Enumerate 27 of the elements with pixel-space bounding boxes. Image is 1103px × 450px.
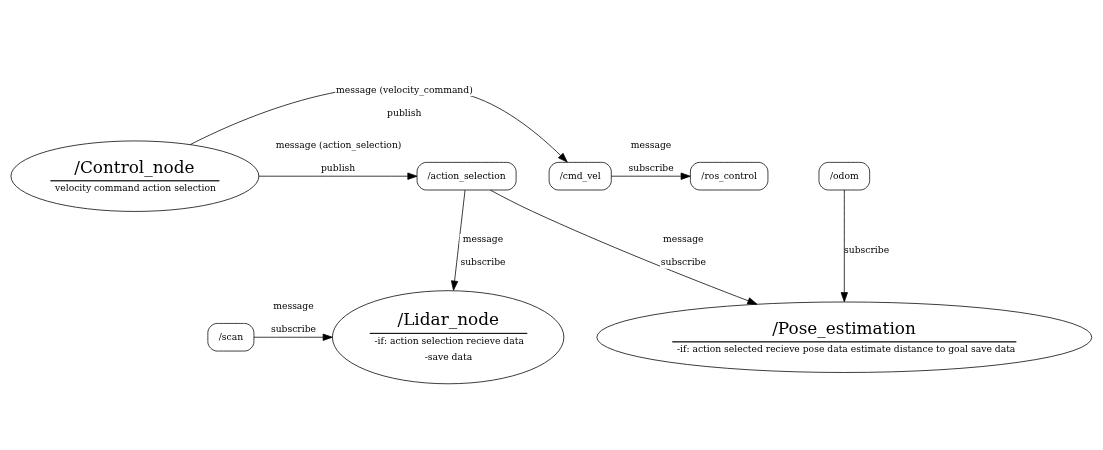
node-box: /action_selection <box>416 162 517 191</box>
label: subscribe <box>628 161 674 173</box>
arrow <box>611 172 691 180</box>
label: publish <box>387 106 422 118</box>
node-ellipse: /Control_node velocity command action selection <box>10 140 260 212</box>
edge-label: message <box>273 299 314 311</box>
edge-label: message <box>462 233 504 245</box>
edge-label: message (velocity_command) <box>336 83 473 95</box>
node-box: /scan <box>207 323 255 352</box>
edge-label: message <box>630 138 672 150</box>
label: subscribe <box>660 256 706 268</box>
arrow <box>450 189 466 291</box>
node-box: /ros_control <box>690 162 769 191</box>
label: publish <box>320 161 356 173</box>
edge-label: subscribe <box>844 244 890 256</box>
node-ellipse: /Pose_estimation -if: action selected recieve pose data estimate distance to goal save data <box>596 301 1093 373</box>
arrow <box>490 189 758 305</box>
edge-label: message <box>663 233 704 245</box>
arrow <box>840 189 848 303</box>
label: subscribe <box>270 322 317 334</box>
arrow <box>258 172 418 180</box>
node-box: /cmd_vel <box>548 162 612 191</box>
node-ellipse: /Lidar_node -if: action selection recieve data -save data <box>332 290 565 385</box>
edge-label: message (action_selection) <box>275 138 402 150</box>
arrow <box>253 333 333 341</box>
node-box: /odom <box>818 162 871 191</box>
label: subscribe <box>460 256 506 268</box>
